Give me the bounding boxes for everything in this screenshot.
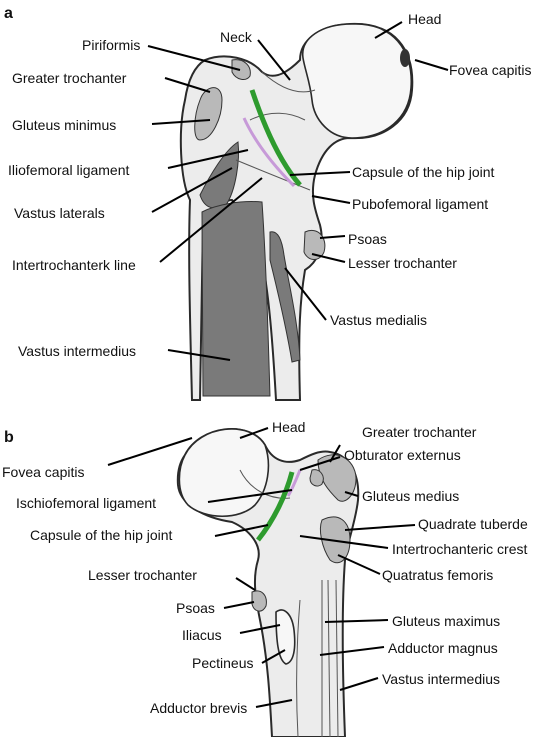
label-a-lesser-trochanter: Lesser trochanter — [348, 255, 457, 271]
leader-a-capsule — [289, 171, 351, 176]
label-a-pubofemoral-ligament: Pubofemoral ligament — [352, 196, 488, 212]
label-a-piriformis: Piriformis — [82, 37, 140, 53]
panel-b-obturator-externus — [309, 469, 324, 487]
leader-a-gluteus-minimus — [151, 119, 211, 125]
panel-b-femoral-head — [178, 428, 270, 517]
label-b-quatratus-femoris: Quatratus femoris — [382, 567, 493, 583]
leader-b-quatratus — [337, 554, 381, 575]
leader-a-head — [374, 21, 403, 39]
panel-a-fovea-pit — [400, 49, 410, 67]
leader-a-neck — [257, 39, 291, 81]
panel-b-iliacus — [275, 609, 296, 665]
leader-a-lesser-trochanter — [311, 253, 346, 263]
label-a-vastus-medialis: Vastus medialis — [330, 312, 427, 328]
panel-a-psoas — [303, 230, 326, 260]
label-a-psoas: Psoas — [348, 231, 387, 247]
label-b-gluteus-medius: Gluteus medius — [362, 488, 459, 504]
leader-b-gluteus-medius — [344, 491, 359, 497]
label-a-fovea-capitis: Fovea capitis — [449, 62, 531, 78]
leader-b-obturator — [299, 456, 341, 471]
label-a-vastus-intermedius: Vastus intermedius — [18, 343, 136, 359]
panel-a-pubofemoral-line — [242, 117, 296, 188]
label-b-iliacus: Iliacus — [182, 627, 222, 643]
panel-b-gluteus-medius — [317, 454, 357, 502]
leader-b-fovea — [107, 437, 193, 466]
leader-b-lesser-trochanter — [235, 577, 256, 591]
leader-a-intertrochanteric — [159, 177, 263, 263]
label-a-gluteus-minimus: Gluteus minimus — [12, 117, 116, 133]
label-b-intertrochanteric-crest: Intertrochanteric crest — [392, 541, 527, 557]
panel-b-letter: b — [4, 429, 14, 446]
label-b-ischiofemoral-ligament: Ischiofemoral ligament — [16, 495, 156, 511]
label-b-adductor-brevis: Adductor brevis — [150, 700, 247, 716]
leader-a-vastus-laterals — [151, 167, 233, 213]
leader-a-greater-trochanter — [164, 77, 211, 93]
leader-b-pectineus — [261, 649, 286, 664]
leader-a-vastus-intermedius — [167, 349, 231, 361]
label-b-lesser-trochanter: Lesser trochanter — [88, 567, 197, 583]
label-a-iliofemoral-ligament: Iliofemoral ligament — [8, 162, 129, 178]
label-a-greater-trochanter: Greater trochanter — [12, 70, 127, 86]
panel-a-capsule-line — [249, 89, 302, 187]
leader-b-psoas — [223, 601, 255, 609]
leader-a-vastus-medialis — [284, 267, 327, 321]
label-b-psoas: Psoas — [176, 600, 215, 616]
label-a-vastus-laterals: Vastus laterals — [14, 205, 105, 221]
label-b-greater-trochanter: Greater trochanter — [362, 424, 477, 440]
label-b-vastus-intermedius: Vastus intermedius — [382, 671, 500, 687]
leader-b-adductor-brevis — [255, 699, 293, 708]
leader-b-quadrate-tuberde — [344, 524, 416, 531]
label-b-capsule: Capsule of the hip joint — [30, 527, 173, 543]
label-a-capsule: Capsule of the hip joint — [352, 164, 495, 180]
panel-a-gluteus-minimus — [194, 87, 223, 141]
label-b-fovea-capitis: Fovea capitis — [2, 464, 84, 480]
leader-a-piriformis — [147, 45, 241, 71]
panel-a-letter: a — [4, 5, 13, 22]
label-a-intertrochanteric-line: Intertrochanterk line — [12, 257, 136, 273]
leader-b-gluteus-maximus — [324, 619, 389, 623]
panel-b-capsule-line — [256, 471, 295, 542]
label-a-head: Head — [408, 11, 441, 27]
leader-b-head — [239, 427, 269, 439]
leader-b-vastus-intermedius — [339, 677, 379, 691]
leader-a-pubofemoral — [311, 195, 351, 204]
label-b-head: Head — [272, 419, 305, 435]
leader-b-capsule — [214, 524, 269, 537]
label-a-neck: Neck — [220, 29, 253, 45]
label-b-pectineus: Pectineus — [192, 655, 253, 671]
leader-b-ischiofemoral — [207, 489, 293, 503]
label-b-quadrate-tuberde: Quadrate tuberde — [418, 516, 528, 532]
panel-b-ischiofemoral-line — [286, 469, 302, 497]
leader-b-intertrochanteric-crest — [299, 535, 389, 549]
panel-a: a — [4, 5, 531, 401]
label-b-adductor-magnus: Adductor magnus — [388, 640, 498, 656]
label-b-obturator-externus: Obturator externus — [344, 447, 461, 463]
panel-b: b — [2, 419, 528, 737]
panel-a-piriformis — [231, 59, 251, 80]
label-b-gluteus-maximus: Gluteus maximus — [392, 613, 500, 629]
leader-b-iliacus — [239, 624, 281, 634]
panel-b-psoas — [251, 590, 267, 612]
leader-b-adductor-magnus — [319, 646, 385, 656]
panel-a-femoral-head — [302, 23, 413, 139]
leader-a-iliofemoral — [167, 149, 249, 169]
panel-a-vastus-intermedius — [201, 201, 271, 397]
leader-a-fovea — [414, 59, 449, 71]
panel-a-vastus-medialis — [269, 231, 301, 363]
leader-a-psoas — [319, 235, 346, 239]
